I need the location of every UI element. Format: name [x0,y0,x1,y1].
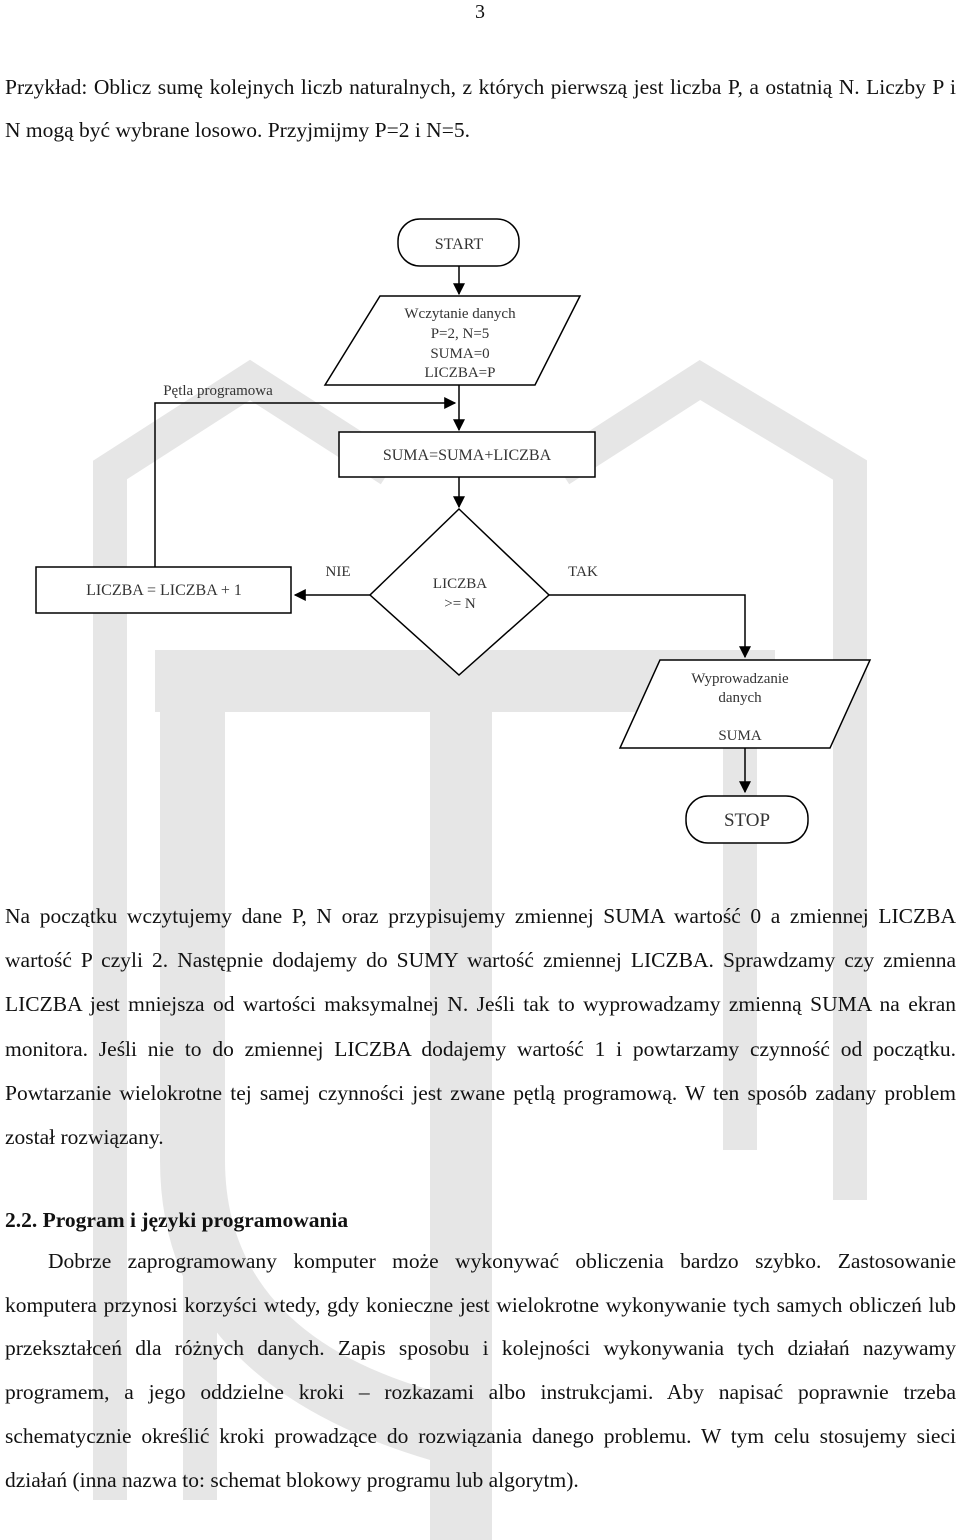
stop-label: STOP [724,810,770,831]
yes-label: TAK [568,564,598,580]
section-paragraph: Dobrze zaprogramowany komputer może wyko… [5,1249,956,1492]
input-data-block [323,295,582,386]
intro-paragraph: Przykład: Oblicz sumę kolejnych liczb na… [5,75,956,142]
decision-diamond [368,507,551,677]
arrow-yes-branch [549,594,751,659]
flowchart: START Wczytanie danych P=2, N=5 SUMA=0 L… [35,218,872,844]
no-label: NIE [326,564,351,580]
loop-label: Pętla programowa [163,383,273,399]
explanation-paragraph: Na początku wczytujemy dane P, N oraz pr… [5,904,956,1150]
input-line-2: P=2, N=5 [431,326,490,342]
increment-label: LICZBA = LICZBA + 1 [86,582,242,599]
sum-process-block [338,431,596,478]
output-line-3: SUMA [718,728,762,744]
stop-terminal [685,795,809,844]
input-line-1: Wczytanie danych [404,306,516,322]
start-label: START [435,236,484,253]
loop-line [154,397,457,567]
output-line-1: Wyprowadzanie [691,671,789,687]
page-number: 3 [475,1,485,23]
input-line-3: SUMA=0 [430,346,489,362]
output-line-2: danych [718,690,762,706]
decision-line-2: >= N [444,596,476,612]
increment-block [35,566,292,614]
section-heading: 2.2. Program i języki programowania [5,1208,349,1232]
sum-process-label: SUMA=SUMA+LICZBA [383,447,552,464]
output-data-block [618,659,872,749]
decision-line-1: LICZBA [433,576,487,592]
input-line-4: LICZBA=P [425,365,496,381]
